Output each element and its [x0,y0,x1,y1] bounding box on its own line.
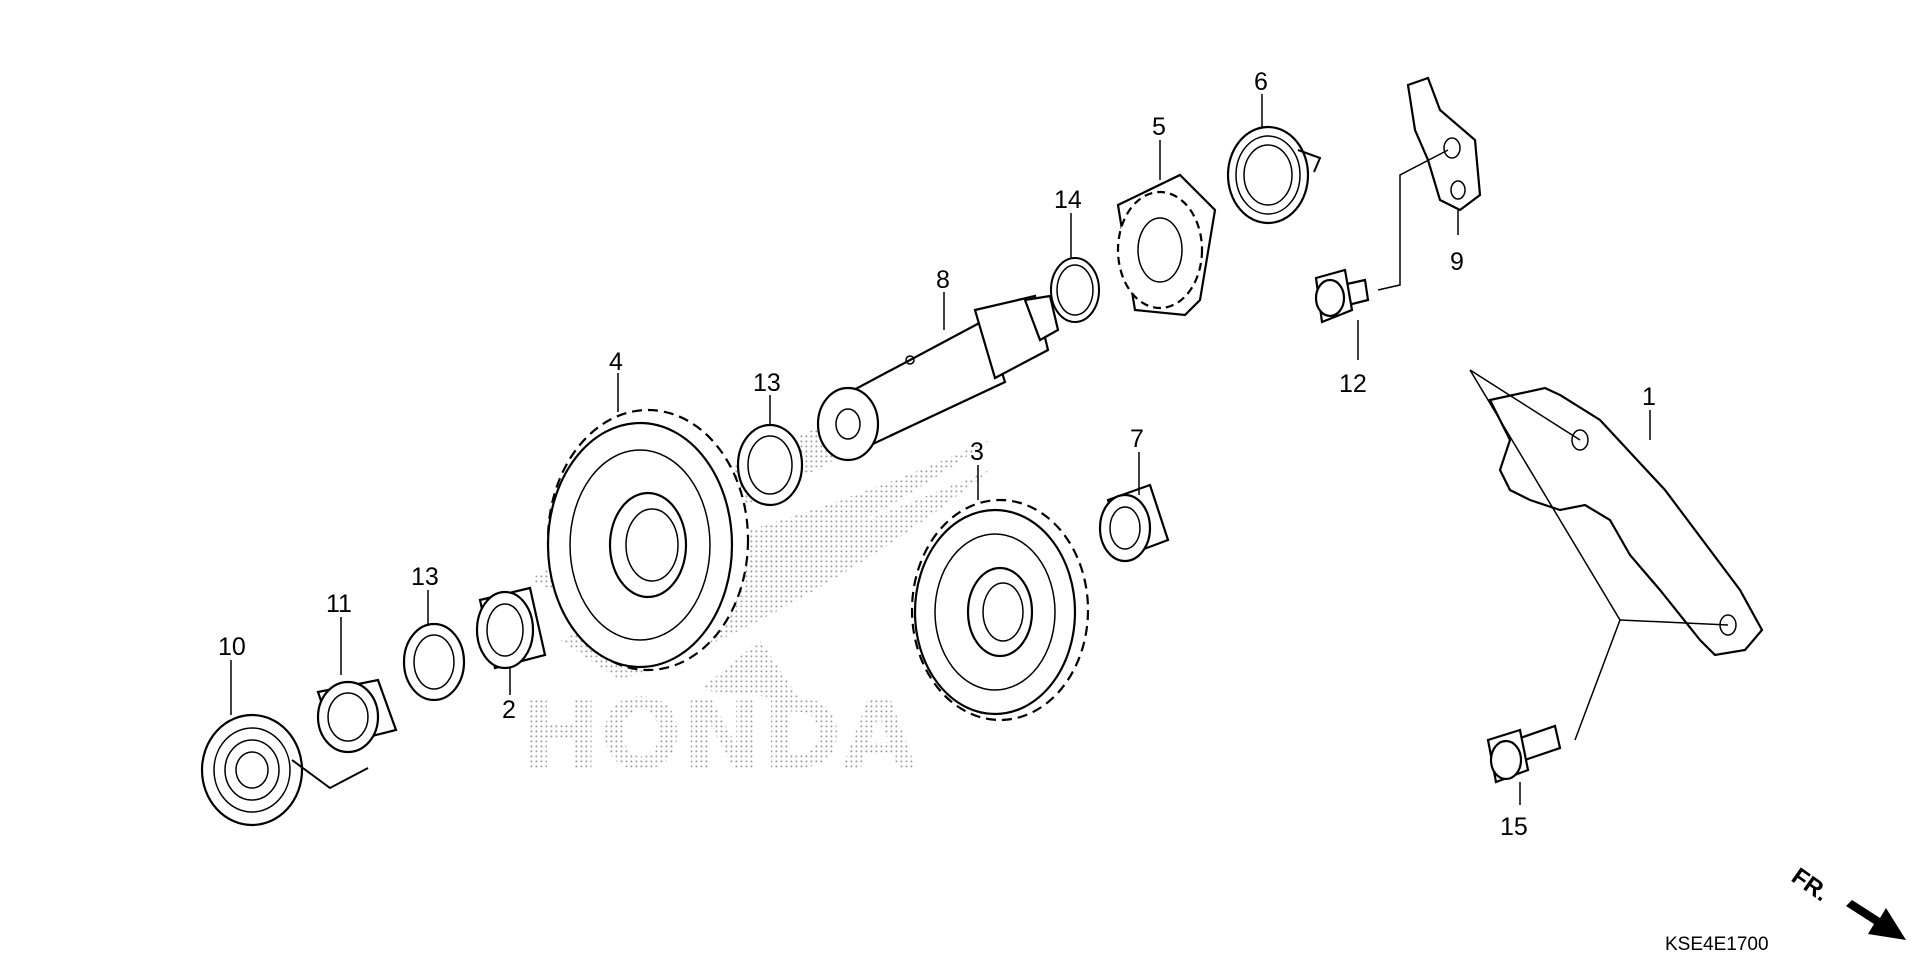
part-8-spindle [816,294,1060,462]
callout-1: 1 [1642,383,1656,411]
leader-lines [230,94,1729,805]
callout-8: 8 [936,266,950,294]
callout-12: 12 [1339,370,1367,398]
callout-15: 15 [1500,813,1528,841]
part-11-collar [316,678,398,754]
part-6-spring [1226,125,1322,225]
callout-10: 10 [218,633,246,661]
callout-14: 14 [1054,186,1082,214]
honda-watermark-text: HONDA [520,679,916,791]
callout-3: 3 [970,438,984,466]
callout-9: 9 [1450,248,1464,276]
part-7-collar [1098,483,1170,563]
callout-5: 5 [1152,113,1166,141]
callout-13a: 13 [411,563,439,591]
part-5-ratchet [1116,173,1217,317]
part-4-gear [546,408,750,672]
callout-6: 6 [1254,68,1268,96]
part-9-plate [1406,76,1482,212]
part-15-bolt [1486,724,1562,784]
part-1-plate [1488,386,1764,657]
callout-labels: 10 11 13 2 4 13 8 3 14 7 5 6 9 12 1 15 [218,68,1656,841]
part-14-circlip [1050,257,1100,323]
front-direction-indicator: FR. [1787,863,1906,940]
part-10-spring [200,713,369,827]
diagram-code: KSE4E1700 [1665,934,1769,955]
part-13a-washer [402,622,466,702]
front-direction-label: FR. [1787,863,1834,907]
part-2-bushing [475,586,547,670]
part-13b-washer [736,423,804,507]
callout-4: 4 [609,348,623,376]
callout-13b: 13 [753,369,781,397]
callout-7: 7 [1130,425,1144,453]
arrow-down-right-icon [1846,900,1906,940]
callout-2: 2 [502,696,516,724]
callout-11: 11 [326,590,352,618]
part-12-bolt [1314,268,1370,324]
part-3-gear [910,498,1090,722]
